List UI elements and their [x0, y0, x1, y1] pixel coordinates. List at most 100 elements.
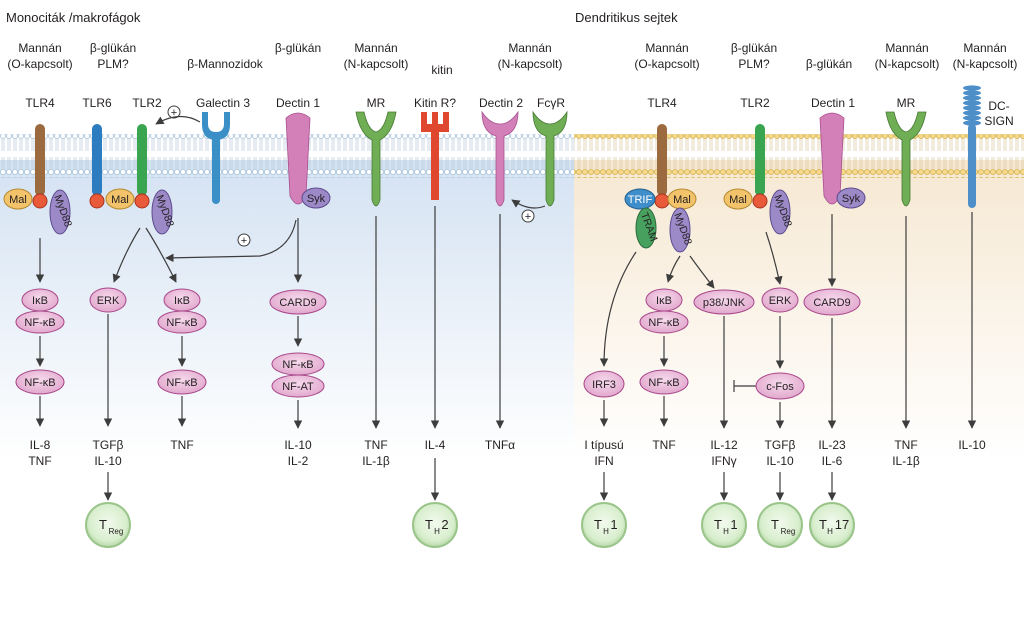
output-r3-line1: IL-12	[710, 438, 738, 452]
plus-sign-2: +	[525, 211, 531, 223]
output-6-line1: IL-4	[425, 438, 446, 452]
ligand-mannan-n2-line1: Mannán	[508, 41, 551, 55]
nodes-right: IRF3 IκB NF-κB NF-κB p38/JNK ERK c-Fos C…	[583, 287, 861, 400]
node-nfkb-5: NF-κB	[282, 359, 313, 371]
node-cfos: c-Fos	[766, 381, 794, 393]
dcsign-domain	[963, 95, 981, 101]
section-right-title: Dendritikus sejtek	[575, 10, 678, 25]
plus-icon	[521, 209, 535, 223]
receptor-label-fcgr: FcγR	[537, 96, 565, 110]
receptor-label-r-tlr2: TLR2	[740, 96, 770, 110]
plus-icon	[167, 105, 181, 119]
receptor-label-tlr4: TLR4	[25, 96, 55, 110]
plus-icon	[237, 233, 251, 247]
node-nfkb-4: NF-κB	[166, 377, 197, 389]
dcsign-domain	[963, 115, 981, 121]
svg-text:2: 2	[441, 517, 448, 532]
t-reg-cell-left: T Reg	[85, 502, 131, 548]
node-erk-2: ERK	[769, 295, 792, 307]
output-r6-line2: IL-1β	[892, 454, 920, 468]
node-card9-1: CARD9	[279, 297, 316, 309]
ligand-bglukan-dectin: β-glükán	[275, 41, 321, 55]
node-nfkb-7: NF-κB	[648, 377, 679, 389]
node-ikb-2: IκB	[174, 295, 190, 307]
output-1-line2: TNF	[28, 454, 51, 468]
dcsign-domain	[963, 120, 981, 126]
output-7-line1: TNFα	[485, 438, 515, 452]
tlr6-receptor	[89, 124, 105, 209]
ligand-mannan-n2-line2: (N-kapcsolt)	[498, 57, 563, 71]
kitinr-receptor	[421, 112, 449, 200]
r-tlr4-receptor: TRIF Mal TRAM MyD88	[624, 124, 697, 253]
th1-cell-1: T H 1	[581, 502, 627, 548]
output-4-line1: IL-10	[284, 438, 312, 452]
mr-receptor	[355, 111, 397, 207]
svg-text:T: T	[771, 517, 779, 532]
svg-text:Reg: Reg	[109, 527, 124, 536]
ligand-bmannozidok: β-Mannozidok	[187, 57, 264, 71]
ligand-mannan-n-line1: Mannán	[354, 41, 397, 55]
outputs: IL-8 TNF TGFβ IL-10 TNF IL-10 IL-2 TNF I…	[28, 438, 986, 468]
plus-sign-1: +	[171, 107, 177, 119]
ligand-r-mannan-o-line2: (O-kapcsolt)	[634, 57, 699, 71]
r-dectin1-receptor: Syk	[819, 112, 866, 209]
galectin3-receptor	[202, 112, 230, 204]
svg-text:T: T	[714, 517, 722, 532]
dcsign-receptor	[963, 85, 981, 208]
receptor-label-dcsign-line1: DC-	[988, 99, 1009, 113]
node-ikb-3: IκB	[656, 295, 672, 307]
output-1-line1: IL-8	[30, 438, 51, 452]
receptor-label-tlr6: TLR6	[82, 96, 112, 110]
fcgr-receptor	[532, 110, 568, 207]
output-r7-line1: IL-10	[958, 438, 986, 452]
ligand-r-mannan-n-line2: (N-kapcsolt)	[875, 57, 940, 71]
nodes-left: IκB NF-κB NF-κB ERK IκB NF-κB NF-κB CARD…	[15, 287, 327, 398]
receptor-label-dectin2: Dectin 2	[479, 96, 523, 110]
output-r1-line1: I típusú	[584, 438, 623, 452]
dcsign-domain	[963, 85, 981, 91]
dcsign-domain	[963, 105, 981, 111]
svg-text:H: H	[827, 527, 833, 536]
receptor-label-r-mr: MR	[897, 96, 916, 110]
output-r2-line1: TNF	[652, 438, 675, 452]
ligand-r-mannan-n2-line2: (N-kapcsolt)	[953, 57, 1018, 71]
svg-text:H: H	[434, 527, 440, 536]
r-mr-receptor	[885, 111, 927, 207]
adaptor-mal-4: Mal	[729, 194, 747, 206]
output-2-line2: IL-10	[94, 454, 122, 468]
ligand-r-mannan-n-line1: Mannán	[885, 41, 928, 55]
adaptor-trif: TRIF	[628, 194, 653, 206]
fcgr-to-dectin2-arrow	[511, 199, 546, 209]
right-arrows	[599, 212, 977, 501]
receptor-label-dectin1: Dectin 1	[276, 96, 320, 110]
receptor-label-galectin3: Galectin 3	[196, 96, 250, 110]
t-cells: T Reg T H 2 T H 1 T H 1 T Reg T	[85, 502, 855, 548]
svg-text:Reg: Reg	[781, 527, 796, 536]
output-4-line2: IL-2	[288, 454, 309, 468]
svg-text:H: H	[603, 527, 609, 536]
ligand-r-bglukan-line2: PLM?	[738, 57, 770, 71]
svg-text:H: H	[723, 527, 729, 536]
receptor-labels: TLR4 TLR6 TLR2 Galectin 3 Dectin 1 MR Ki…	[25, 96, 1013, 128]
node-nfkb-2: NF-κB	[24, 377, 55, 389]
node-card9-2: CARD9	[813, 297, 850, 309]
th17-cell: T H 17	[809, 502, 855, 548]
output-r5-line2: IL-6	[822, 454, 843, 468]
receptor-label-mr: MR	[367, 96, 386, 110]
output-r3-line2: IFNγ	[711, 454, 736, 468]
output-r4-line1: TGFβ	[765, 438, 796, 452]
ligand-mannan-o-line2: (O-kapcsolt)	[7, 57, 72, 71]
adaptor-mal-1: Mal	[9, 194, 27, 206]
node-nfat: NF-AT	[282, 381, 314, 393]
receptor-label-r-dectin1: Dectin 1	[811, 96, 855, 110]
svg-text:T: T	[594, 517, 602, 532]
output-r1-line2: IFN	[594, 454, 613, 468]
tlr2-receptor: Mal MyD88	[105, 124, 176, 235]
left-arrows	[35, 206, 505, 501]
section-left-title: Monociták /makrofágok	[6, 10, 141, 25]
receptor-label-r-tlr4: TLR4	[647, 96, 677, 110]
ligand-r-mannan-n2-line1: Mannán	[963, 41, 1006, 55]
receptor-label-tlr2: TLR2	[132, 96, 162, 110]
output-5-line1: TNF	[364, 438, 387, 452]
